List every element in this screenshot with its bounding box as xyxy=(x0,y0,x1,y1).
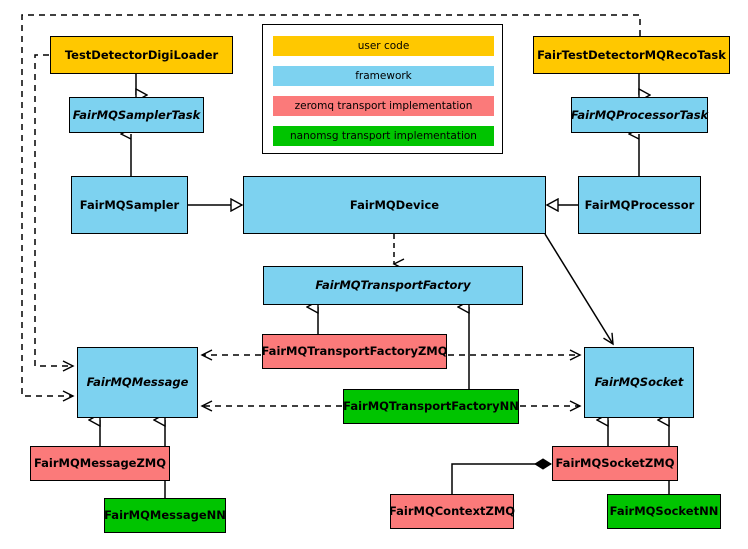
class-label: FairMQMessageNN xyxy=(104,508,226,523)
class-label: FairMQDevice xyxy=(349,197,440,212)
class-label: FairMQSocketZMQ xyxy=(555,456,675,471)
class-label: FairMQTransportFactory xyxy=(315,278,471,293)
class-box-fairmqsocket[interactable]: FairMQSocket xyxy=(584,347,694,418)
class-label: FairMQSamplerTask xyxy=(72,107,201,122)
class-label: FairMQSampler xyxy=(79,197,180,212)
class-box-fairmqmessagenn[interactable]: FairMQMessageNN xyxy=(104,498,226,533)
class-box-fairmqcontextzmq[interactable]: FairMQContextZMQ xyxy=(388,494,516,529)
legend-panel: user code framework zeromq transport imp… xyxy=(262,24,503,154)
edge-contextzmq-socketzmq xyxy=(451,458,552,494)
class-label: FairMQMessage xyxy=(86,375,189,390)
class-box-fairmqmessagezmq[interactable]: FairMQMessageZMQ xyxy=(30,446,170,481)
class-label: FairTestDetectorMQRecoTask xyxy=(537,47,726,62)
edge-recotask-message xyxy=(21,14,641,402)
class-box-fairmqmessage[interactable]: FairMQMessage xyxy=(77,347,198,418)
legend-label: framework xyxy=(355,70,412,82)
class-label: FairMQMessageZMQ xyxy=(33,456,167,471)
class-box-fairmqsocketzmq[interactable]: FairMQSocketZMQ xyxy=(552,446,678,481)
class-box-fairmqsamplertask[interactable]: FairMQSamplerTask xyxy=(69,97,204,133)
class-box-fairmqtransportfactory[interactable]: FairMQTransportFactory xyxy=(263,266,523,305)
class-box-fairmqtransportfactoryzmq[interactable]: FairMQTransportFactoryZMQ xyxy=(261,334,448,369)
edge-device-socket xyxy=(544,233,614,346)
class-label: FairMQTransportFactoryZMQ xyxy=(261,344,448,359)
class-box-fairtestdetectormqrecotask[interactable]: FairTestDetectorMQRecoTask xyxy=(533,36,730,74)
class-box-fairmqsampler[interactable]: FairMQSampler xyxy=(71,176,188,234)
class-box-fairmqprocessor[interactable]: FairMQProcessor xyxy=(578,176,701,234)
legend-label: zeromq transport implementation xyxy=(294,100,473,112)
class-label: FairMQTransportFactoryNN xyxy=(343,399,519,414)
class-box-fairmqdevice[interactable]: FairMQDevice xyxy=(243,176,546,234)
class-box-fairmqprocessortask[interactable]: FairMQProcessorTask xyxy=(571,97,708,133)
legend-item-framework: framework xyxy=(273,66,494,86)
legend-item-zeromq: zeromq transport implementation xyxy=(273,96,494,116)
class-label: FairMQSocketNN xyxy=(609,504,719,519)
class-label: FairMQContextZMQ xyxy=(388,504,516,519)
legend-item-user-code: user code xyxy=(273,36,494,56)
legend-label: nanomsg transport implementation xyxy=(290,130,477,142)
class-box-fairmqtransportfactorynn[interactable]: FairMQTransportFactoryNN xyxy=(343,389,519,424)
legend-item-nanomsg: nanomsg transport implementation xyxy=(273,126,494,146)
class-label: FairMQProcessor xyxy=(584,197,695,212)
class-label: TestDetectorDigiLoader xyxy=(64,47,219,62)
class-label: FairMQProcessorTask xyxy=(570,107,709,122)
edge-digiloader-message xyxy=(34,54,75,372)
legend-label: user code xyxy=(357,40,410,52)
class-box-testdetectordigiloader[interactable]: TestDetectorDigiLoader xyxy=(50,36,233,74)
class-label: FairMQSocket xyxy=(594,375,684,390)
class-box-fairmqsocketnn[interactable]: FairMQSocketNN xyxy=(607,494,721,529)
